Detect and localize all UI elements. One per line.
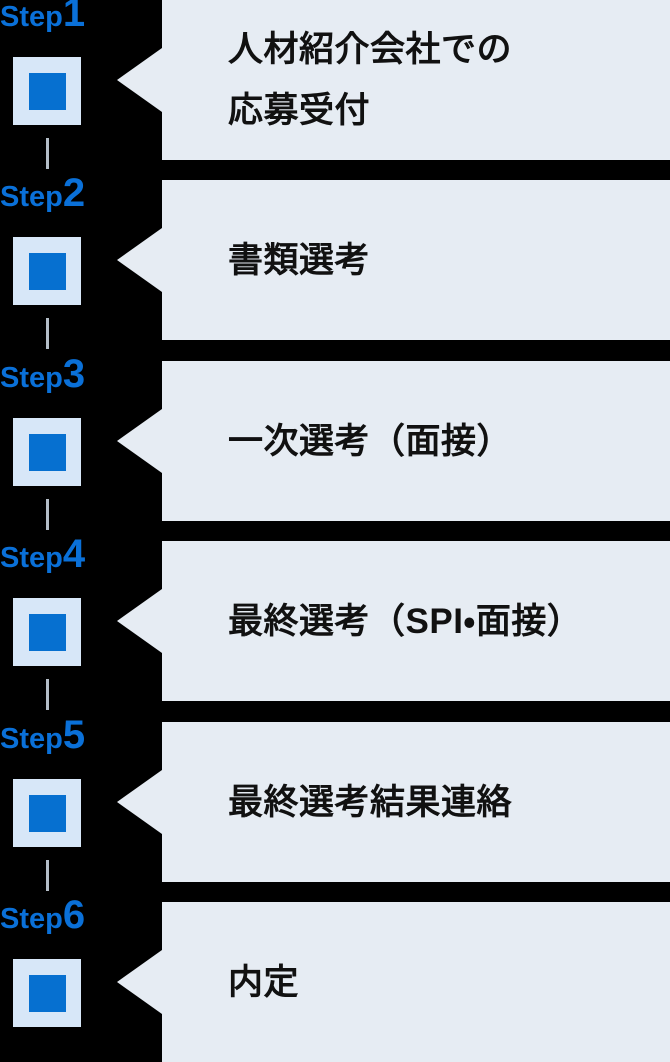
step-title-2: 書類選考 [162,230,670,291]
step-marker-icon [13,418,81,486]
step-row-1: Step1 人材紹介会社での 応募受付 [0,0,670,169]
connector-line [46,138,49,169]
step-title-line: 最終選考（SPI・面接） [228,601,583,641]
step-box-1: 人材紹介会社での 応募受付 [162,0,670,160]
step-marker-inner-square-icon [28,974,66,1012]
step-marker-inner-square-icon [28,252,66,290]
step-title-line: 書類選考 [228,240,371,280]
step-marker-icon [13,237,81,305]
step-title-3: 一次選考（面接） [162,411,670,472]
step-marker-inner-square-icon [28,613,66,651]
step-label-number: 5 [62,713,86,757]
step-marker-inner-square-icon [28,794,66,832]
step-box-2: 書類選考 [162,180,670,340]
step-label-number: 1 [62,0,86,35]
step-row-6: Step6 内定 [0,895,670,1062]
connector-line [46,860,49,891]
step-box-3: 一次選考（面接） [162,361,670,521]
step-marker-inner-square-icon [28,72,66,110]
step-label-word: Step [0,723,63,755]
connector-line [46,499,49,530]
step-marker-icon [13,598,81,666]
step-label-number: 3 [62,352,86,396]
step-box-5: 最終選考結果連絡 [162,722,670,882]
connector-line [46,318,49,349]
step-label-5: Step5 [0,715,85,756]
step-row-5: Step5 最終選考結果連絡 [0,715,670,891]
step-label-word: Step [0,903,63,935]
step-label-6: Step6 [0,895,85,936]
step-title-1: 人材紹介会社での 応募受付 [162,19,670,141]
connector-line [46,679,49,710]
step-row-2: Step2 書類選考 [0,173,670,349]
step-label-3: Step3 [0,354,85,395]
step-title-line: 人材紹介会社での [228,30,513,69]
step-marker-icon [13,959,81,1027]
step-title-line: 応募受付 [228,91,371,130]
step-label-number: 4 [62,532,86,576]
step-box-6: 内定 [162,902,670,1062]
step-row-3: Step3 一次選考（面接） [0,354,670,530]
step-label-word: Step [0,181,63,213]
step-title-6: 内定 [162,952,670,1013]
step-box-4: 最終選考（SPI・面接） [162,541,670,701]
step-title-5: 最終選考結果連絡 [162,772,670,833]
step-label-2: Step2 [0,173,85,214]
step-label-number: 2 [62,171,86,215]
step-marker-icon [13,57,81,125]
step-row-4: Step4 最終選考（SPI・面接） [0,534,670,710]
step-title-line: 最終選考結果連絡 [228,782,513,822]
step-label-number: 6 [62,893,86,937]
step-title-line: 一次選考（面接） [228,421,513,461]
step-title-4: 最終選考（SPI・面接） [162,591,670,652]
step-label-1: Step1 [0,0,85,34]
step-label-word: Step [0,1,63,33]
step-marker-icon [13,779,81,847]
step-label-4: Step4 [0,534,85,575]
step-title-line: 内定 [228,962,300,1002]
step-marker-inner-square-icon [28,433,66,471]
step-label-word: Step [0,542,63,574]
step-label-word: Step [0,362,63,394]
